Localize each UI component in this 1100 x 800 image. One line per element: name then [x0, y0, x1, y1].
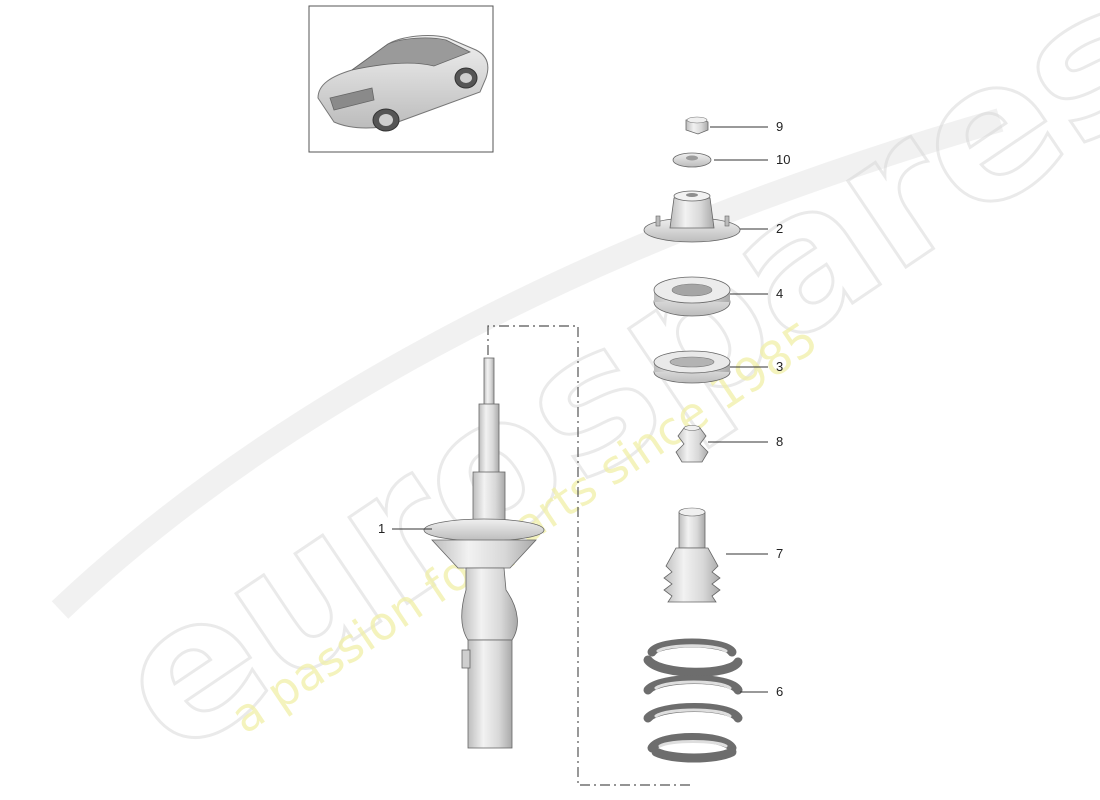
bump-stop-part	[675, 425, 709, 463]
vehicle-thumbnail	[308, 5, 494, 153]
callout-6: 6	[776, 684, 783, 699]
nut-part	[685, 116, 709, 135]
strut-part	[423, 357, 545, 749]
assembly-bracket	[487, 325, 690, 786]
car-icon	[317, 35, 489, 132]
coil-spring-part	[643, 638, 743, 763]
callout-3: 3	[776, 359, 783, 374]
bearing-part	[653, 276, 731, 317]
watermark: eurospares a passion for parts since 198…	[51, 0, 1100, 799]
callout-2: 2	[776, 221, 783, 236]
washer-part	[672, 152, 712, 168]
callout-1: 1	[378, 521, 385, 536]
watermark-swoosh	[51, 108, 1004, 619]
leader-lines	[392, 126, 768, 693]
callout-7: 7	[776, 546, 783, 561]
top-mount-part	[643, 190, 741, 243]
spring-seat-part	[653, 350, 731, 384]
dust-boot-part	[663, 507, 721, 603]
watermark-brand: eurospares	[77, 0, 1100, 797]
coil-spring-highlight	[654, 644, 732, 748]
callout-4: 4	[776, 286, 783, 301]
callout-9: 9	[776, 119, 783, 134]
callout-8: 8	[776, 434, 783, 449]
callout-10: 10	[776, 152, 790, 167]
